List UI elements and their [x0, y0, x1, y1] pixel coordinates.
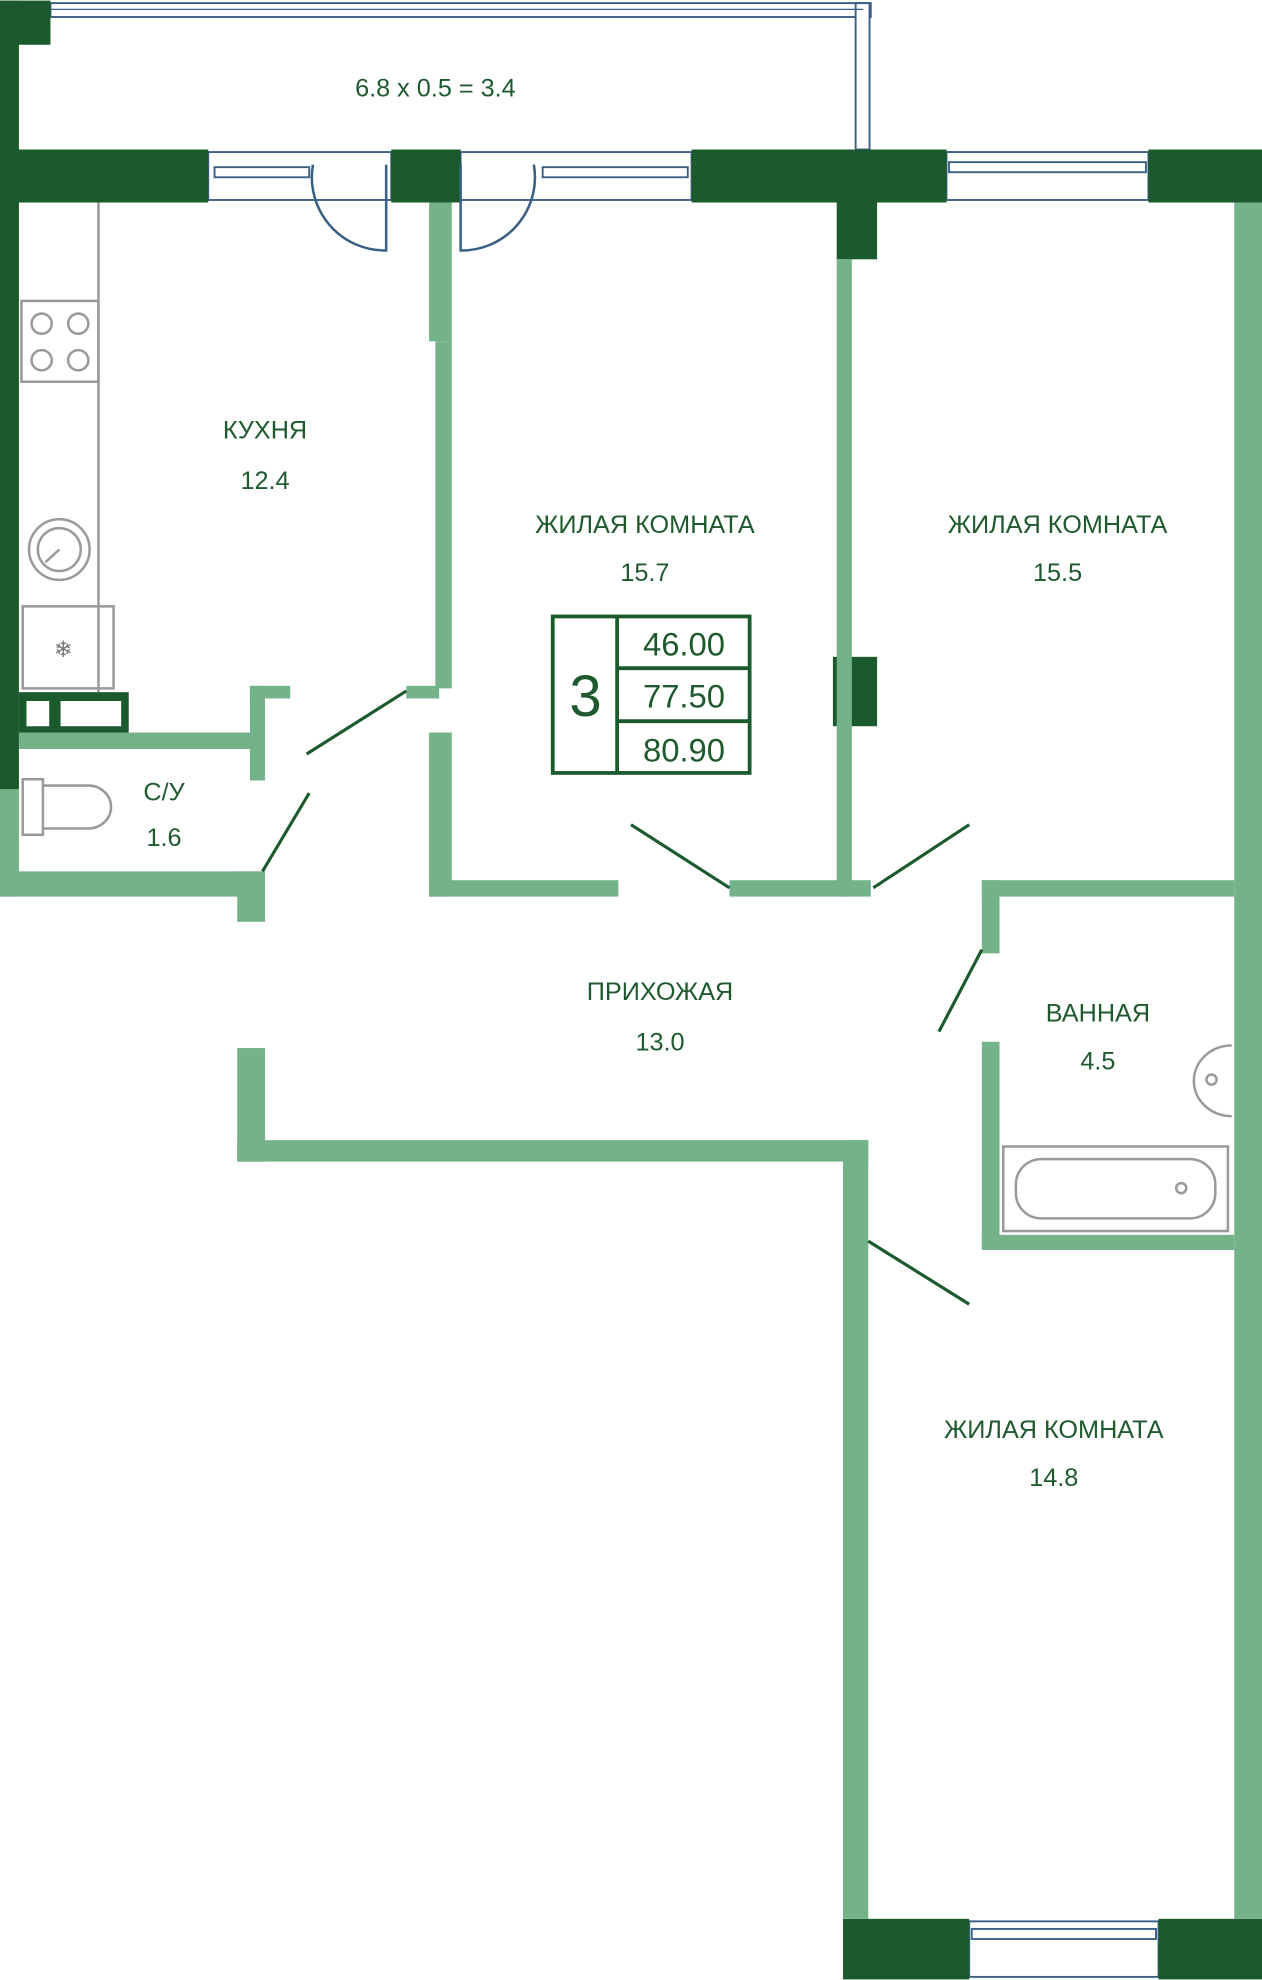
stove-icon [20, 299, 100, 383]
svg-text:❄: ❄ [54, 637, 73, 663]
bathroom-sink-icon [1192, 1044, 1232, 1118]
room-name-kitchen: КУХНЯ [223, 417, 307, 445]
doors [261, 164, 984, 1306]
room-name-living-2: ЖИЛАЯ КОМНАТА [948, 511, 1168, 539]
room-name-living-1: ЖИЛАЯ КОМНАТА [535, 511, 755, 539]
room-name-wc: С/У [143, 779, 185, 807]
total-area-with-balcony: 80.90 [643, 732, 725, 769]
toilet-icon [21, 777, 113, 837]
room-area-hallway: 13.0 [635, 1029, 684, 1057]
room-name-living-3: ЖИЛАЯ КОМНАТА [944, 1416, 1164, 1444]
room-area-living-3: 14.8 [1029, 1464, 1078, 1492]
balcony-frame [49, 2, 872, 151]
bathtub-icon [1002, 1145, 1230, 1233]
area-summary-box: 3 46.00 77.50 80.90 [550, 614, 752, 775]
kitchen-sink-icon [27, 518, 91, 582]
inner-walls [0, 202, 1262, 1919]
living-area: 46.00 [643, 626, 725, 663]
fridge-icon: ❄ [21, 605, 115, 690]
rooms-count: 3 [569, 664, 601, 729]
room-name-bathroom: ВАННАЯ [1046, 1000, 1150, 1028]
balcony-label: 6.8 x 0.5 = 3.4 [355, 75, 516, 103]
total-area: 77.50 [643, 677, 725, 714]
windows [207, 151, 1160, 1978]
room-area-living-2: 15.5 [1033, 559, 1082, 587]
room-area-living-1: 15.7 [620, 559, 669, 587]
room-area-wc: 1.6 [147, 824, 182, 852]
washer-boxes [18, 692, 129, 733]
room-area-kitchen: 12.4 [240, 467, 289, 495]
room-area-bathroom: 4.5 [1080, 1048, 1115, 1076]
room-name-hallway: ПРИХОЖАЯ [587, 978, 734, 1006]
